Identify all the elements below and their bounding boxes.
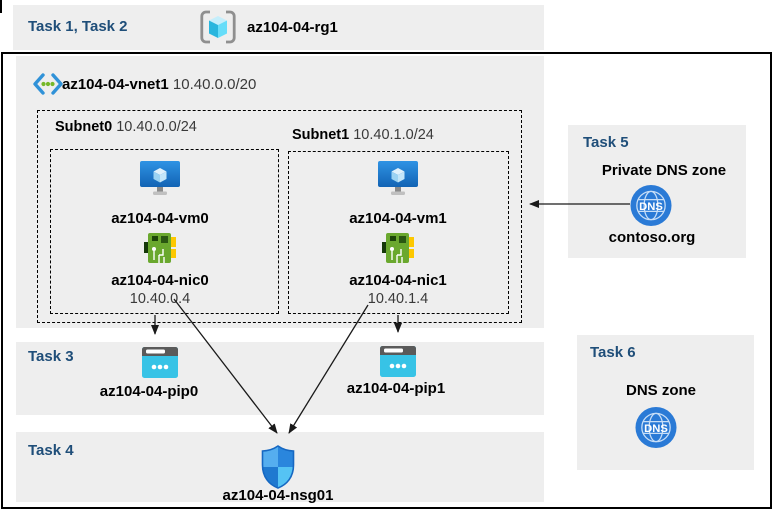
- vnet-name: az104-04-vnet1: [62, 76, 169, 93]
- vm1-label: az104-04-vm1: [349, 210, 447, 227]
- subnet1-title: Subnet1 10.40.1.0/24: [292, 127, 434, 143]
- vm0-icon: [140, 161, 180, 197]
- vnet-panel: [16, 56, 544, 328]
- nic0-label: az104-04-nic0: [111, 272, 209, 289]
- dns-zone-icon: DNS: [634, 406, 678, 449]
- nic1-ip: 10.40.1.4: [367, 291, 429, 307]
- private-dns-zone-title: Private DNS zone: [601, 162, 727, 179]
- dns-zone-icon-text: DNS: [644, 423, 668, 435]
- nic0-ip: 10.40.0.4: [129, 291, 191, 307]
- subnet0-name: Subnet0: [55, 119, 113, 135]
- virtual-network-icon: [33, 73, 63, 95]
- pip0-icon: [142, 347, 178, 378]
- subnets-container: [37, 110, 522, 323]
- task6-label: Task 6: [590, 344, 636, 361]
- dns-zone-title: DNS zone: [625, 382, 697, 399]
- private-dns-icon: DNS: [629, 184, 673, 227]
- private-dns-icon-text: DNS: [639, 201, 663, 213]
- vnet-title: az104-04-vnet1 10.40.0.0/20: [62, 76, 256, 93]
- nsg-icon: [260, 445, 296, 489]
- pip1-label: az104-04-pip1: [346, 380, 446, 397]
- resource-group-icon: [199, 9, 237, 45]
- resource-group-name: az104-04-rg1: [247, 19, 338, 36]
- subnet0-title: Subnet0 10.40.0.0/24: [55, 119, 197, 135]
- vm0-label: az104-04-vm0: [111, 210, 209, 227]
- resource-group-boundary: [1, 52, 772, 509]
- pip0-label: az104-04-pip0: [99, 383, 199, 400]
- nic1-label: az104-04-nic1: [349, 272, 447, 289]
- vnet-cidr: 10.40.0.0/20: [172, 76, 257, 93]
- nsg-label: az104-04-nsg01: [222, 487, 334, 504]
- subnet1-cidr: 10.40.1.0/24: [353, 127, 434, 143]
- pip1-icon: [380, 346, 416, 377]
- task3-band: [16, 342, 544, 415]
- nic1-icon: [381, 230, 415, 266]
- task3-label: Task 3: [28, 348, 74, 365]
- subnet1-name: Subnet1: [292, 127, 350, 143]
- subnet0-box: [50, 149, 279, 314]
- border-tick: [0, 0, 2, 13]
- subnet1-box: [288, 151, 509, 314]
- task1-2-band: [13, 5, 544, 50]
- nic0-icon: [143, 230, 177, 266]
- task6-box: [577, 335, 754, 470]
- subnet0-cidr: 10.40.0.0/24: [116, 119, 197, 135]
- task4-label: Task 4: [28, 442, 74, 459]
- vm1-icon: [378, 161, 418, 197]
- task1-2-label: Task 1, Task 2: [28, 18, 128, 35]
- task5-label: Task 5: [583, 134, 629, 151]
- private-dns-zone-name: contoso.org: [608, 229, 696, 246]
